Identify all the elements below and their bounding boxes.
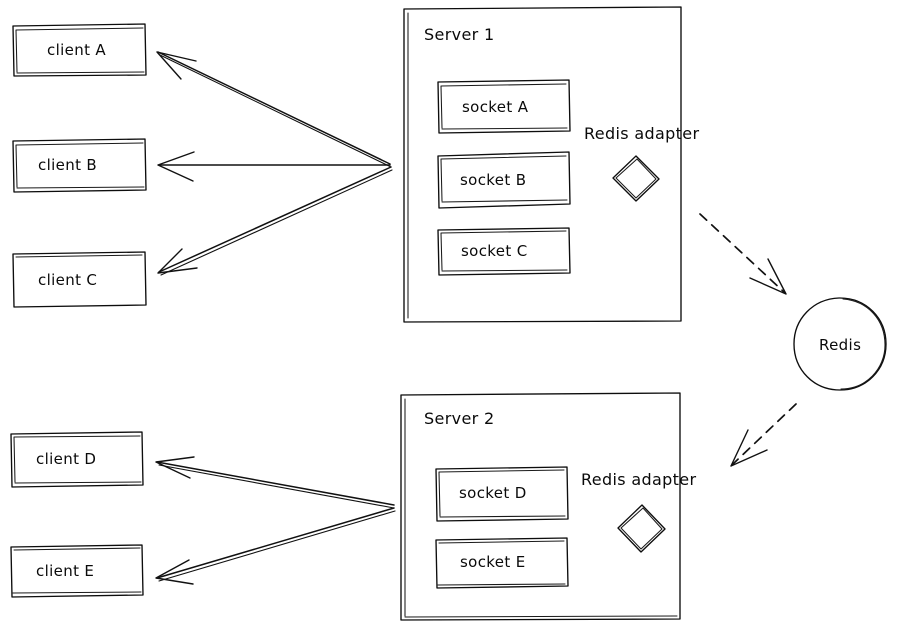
arrow-redis-to-adapter2 [730, 403, 797, 467]
socket-e-label: socket E [460, 553, 526, 571]
server-2-adapter-label: Redis adapter [581, 470, 697, 489]
arrow-server2-to-clientD [155, 456, 395, 509]
client-c-label: client C [38, 271, 98, 289]
server-1-title: Server 1 [424, 25, 495, 44]
socket-e-box[interactable] [435, 537, 569, 589]
client-b-box[interactable] [12, 138, 147, 193]
client-a-box[interactable] [12, 23, 147, 77]
client-d-box[interactable] [10, 431, 144, 488]
server-2-title: Server 2 [424, 409, 495, 428]
arrow-server1-to-clientA [156, 51, 392, 168]
socket-b-label: socket B [460, 171, 527, 189]
arrow-server1-to-clientC [157, 166, 393, 276]
redis-circle[interactable] [793, 297, 887, 391]
arrow-server1-to-clientB [157, 151, 391, 182]
redis-label: Redis [819, 336, 862, 354]
client-e-box[interactable] [10, 544, 144, 598]
socket-a-label: socket A [462, 98, 529, 116]
socket-a-box[interactable] [437, 79, 571, 134]
server-1-adapter-label: Redis adapter [584, 124, 700, 143]
client-d-label: client D [36, 450, 97, 468]
client-c-box[interactable] [12, 251, 147, 308]
socket-c-label: socket C [461, 242, 528, 260]
server-1-adapter-diamond[interactable] [612, 155, 660, 202]
socket-b-box[interactable] [437, 151, 571, 209]
client-b-label: client B [38, 156, 98, 174]
client-a-label: client A [47, 41, 107, 59]
client-e-label: client E [36, 562, 95, 580]
server-2-adapter-diamond[interactable] [617, 504, 666, 553]
arrow-adapter1-to-redis [699, 213, 787, 295]
socket-d-box[interactable] [435, 466, 569, 522]
socket-c-box[interactable] [437, 227, 571, 276]
socket-d-label: socket D [459, 484, 527, 502]
arrow-server2-to-clientE [155, 507, 396, 585]
